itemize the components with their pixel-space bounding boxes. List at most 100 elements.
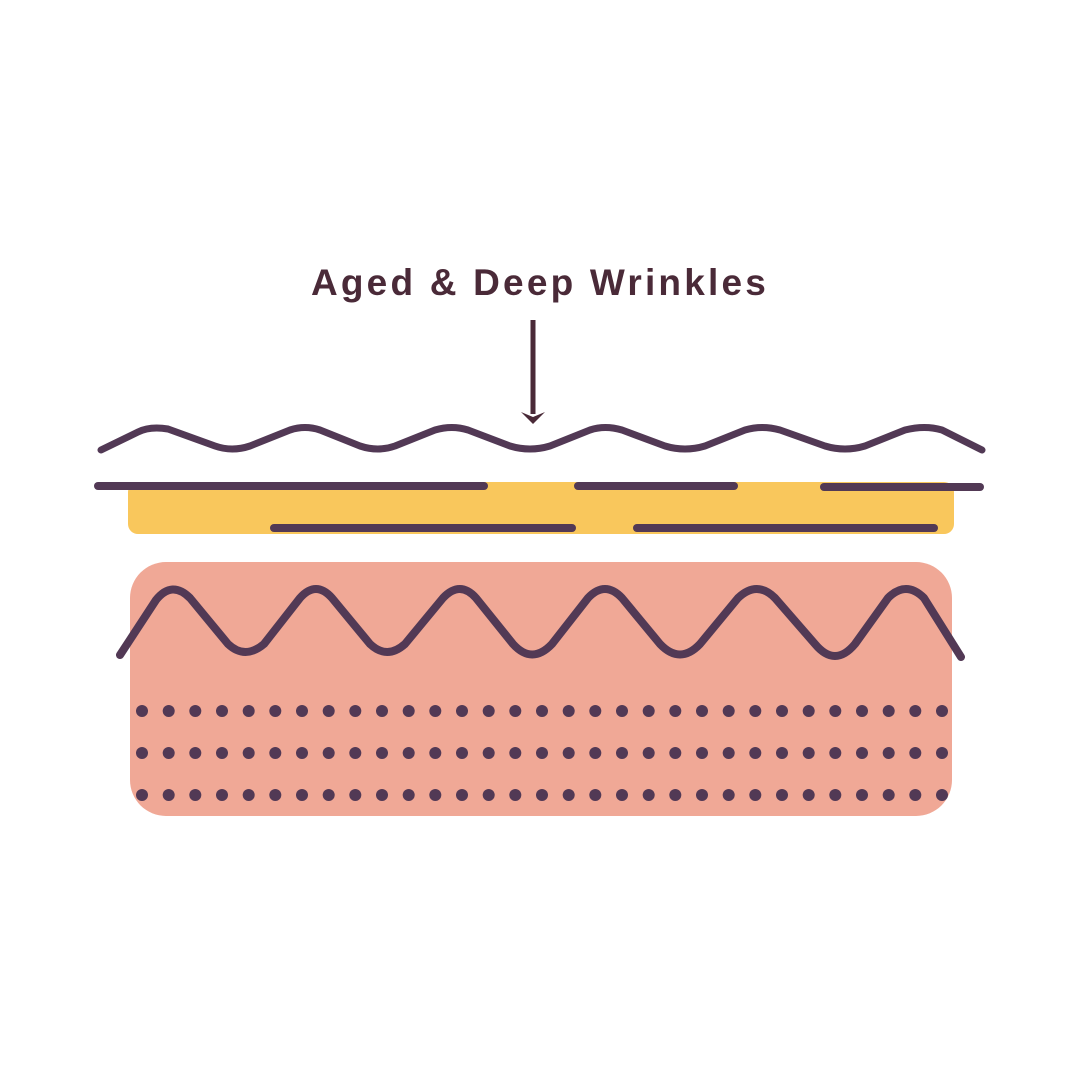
dot [909, 705, 922, 717]
dot [856, 705, 868, 717]
dot [642, 747, 655, 759]
dot [882, 705, 895, 717]
dot [402, 789, 415, 801]
dot [562, 789, 575, 801]
dot [829, 747, 842, 759]
dot [749, 705, 762, 717]
dot [456, 747, 468, 759]
dot [909, 789, 922, 801]
dot [536, 705, 548, 717]
dot [429, 705, 442, 717]
epidermis-lines [94, 482, 984, 532]
dot [136, 747, 148, 759]
dot [482, 705, 495, 717]
dot [349, 705, 362, 717]
dot [296, 789, 308, 801]
dot [936, 705, 948, 717]
dot [162, 789, 175, 801]
dot [429, 789, 442, 801]
dot [642, 789, 655, 801]
dot [536, 747, 548, 759]
dot [269, 789, 282, 801]
dot [749, 789, 762, 801]
dermis-dots [136, 705, 948, 801]
dot [776, 789, 788, 801]
dermis-layer [130, 562, 952, 816]
dot [856, 789, 868, 801]
dot [696, 747, 708, 759]
dot [269, 705, 282, 717]
dot [136, 789, 148, 801]
dot [562, 705, 575, 717]
dot [216, 705, 228, 717]
dot [856, 747, 868, 759]
dot [482, 789, 495, 801]
dot [882, 747, 895, 759]
dot [669, 705, 682, 717]
dot [936, 789, 948, 801]
dot [269, 747, 282, 759]
dot [136, 705, 148, 717]
dot [402, 747, 415, 759]
dot [429, 747, 442, 759]
dot [696, 789, 708, 801]
dot [189, 789, 202, 801]
dot [749, 747, 762, 759]
dot [642, 705, 655, 717]
dot [909, 747, 922, 759]
dot [669, 789, 682, 801]
dot [829, 789, 842, 801]
dot [296, 705, 308, 717]
dot [536, 789, 548, 801]
dot [829, 705, 842, 717]
dot [589, 789, 602, 801]
skin-surface-wave [97, 424, 986, 454]
dot [242, 747, 255, 759]
dot [802, 747, 815, 759]
dot [456, 789, 468, 801]
dot [242, 705, 255, 717]
dot [882, 789, 895, 801]
dot [456, 705, 468, 717]
dot [402, 705, 415, 717]
dot [936, 747, 948, 759]
dot [669, 747, 682, 759]
dot [776, 747, 788, 759]
diagram-title: Aged & Deep Wrinkles [310, 262, 770, 303]
dot [776, 705, 788, 717]
dot [322, 789, 335, 801]
dot [216, 789, 228, 801]
dot [242, 789, 255, 801]
dot [189, 705, 202, 717]
dot [589, 747, 602, 759]
dot [322, 747, 335, 759]
dot [722, 705, 735, 717]
dot [162, 747, 175, 759]
dot [696, 705, 708, 717]
dot [376, 789, 388, 801]
dot [349, 747, 362, 759]
dot [802, 705, 815, 717]
dot [189, 747, 202, 759]
arrow-down-icon [521, 320, 545, 424]
dot [616, 789, 628, 801]
dot [296, 747, 308, 759]
dot [509, 705, 522, 717]
dot [722, 747, 735, 759]
dot [616, 747, 628, 759]
dot [722, 789, 735, 801]
deep-wrinkle-line [116, 585, 965, 661]
dot [349, 789, 362, 801]
dot [322, 705, 335, 717]
dot [509, 789, 522, 801]
dot [482, 747, 495, 759]
dot [376, 705, 388, 717]
dot [562, 747, 575, 759]
dot [616, 705, 628, 717]
epidermis-layer [128, 482, 954, 534]
dot [802, 789, 815, 801]
dot [589, 705, 602, 717]
dot [216, 747, 228, 759]
dot [162, 705, 175, 717]
